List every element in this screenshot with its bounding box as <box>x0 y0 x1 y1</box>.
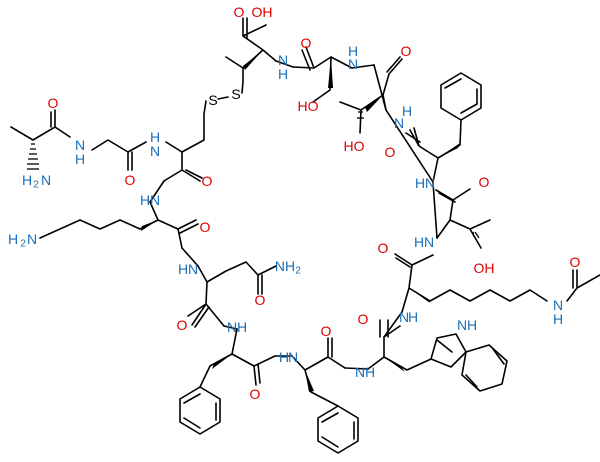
cys2-stereo-wedge <box>243 50 263 70</box>
phe3-carbonyl-o-label: O <box>321 323 332 339</box>
ala-amine-h-label: H <box>22 172 32 188</box>
phe1-ring <box>440 72 482 121</box>
lys1-carbonyl-o-label: O <box>200 219 211 235</box>
asn-amide-o-label: O <box>255 292 266 308</box>
asn-amide-nh-label: NH <box>275 258 295 274</box>
lys2-bonds <box>394 253 548 313</box>
lys2-stereo-wedge <box>409 288 430 303</box>
lys1-amine-subscript: 2 <box>20 239 26 250</box>
ser-hydroxyl-label: HO <box>298 98 319 114</box>
thr1-carbonyl-o-label: O <box>401 43 412 59</box>
indole-n-label: N <box>457 317 467 333</box>
ala-amine-subscript: 2 <box>33 180 39 191</box>
ser-stereo-wedge <box>328 57 333 88</box>
ala-carbonyl-o-label: O <box>48 95 59 111</box>
asn-nh-n-label: N <box>188 261 198 277</box>
ser-bonds <box>292 46 375 103</box>
indole-benzene <box>461 344 508 392</box>
phe3-nh-h-label: H <box>279 349 289 365</box>
acetyl-h-label: H <box>553 311 563 327</box>
carboxyl-oh-label: OH <box>252 4 273 20</box>
backbone-closures <box>149 60 438 370</box>
phe1-nh-n-label: N <box>425 175 435 191</box>
atom-labels: OH O S S N H O H N HO O HO H N O H N O O… <box>8 4 581 402</box>
acetyl-bonds <box>566 269 600 302</box>
thr2-carbonyl-o-label: O <box>479 174 490 190</box>
phe3-ring <box>317 405 359 454</box>
indole-double <box>436 339 505 388</box>
lys1-amine-h-label: H <box>8 231 18 247</box>
phe3-ring-double <box>321 412 355 448</box>
lys1-nh-n-label: N <box>150 192 160 208</box>
thr1-stereo-wedge <box>365 95 383 112</box>
phe1-bonds <box>405 119 462 183</box>
thr2-nh-h-label: H <box>414 234 424 250</box>
phe2-carbonyl-o-label: O <box>250 386 261 402</box>
gly-carbonyl-o-label: O <box>125 172 136 188</box>
carboxyl-o-label: O <box>234 4 245 20</box>
cys1-carbonyl-o-label: O <box>202 173 213 189</box>
lys1-bonds <box>39 201 199 249</box>
ala-amine-n-label: N <box>41 172 51 188</box>
phe3-nh-n-label: N <box>288 349 298 365</box>
phe3-stereo-wedge <box>305 370 314 392</box>
thr1-hydroxyl-label: HO <box>344 138 365 154</box>
phe1-ring-double <box>444 78 478 114</box>
ser-nh-n-label: N <box>348 56 358 72</box>
cys1-nh-h-label: H <box>150 129 160 145</box>
phe1-carbonyl-o-label: O <box>385 144 396 160</box>
cys2-nh-n-label: N <box>278 52 288 68</box>
cys2-nh-h-label: H <box>278 66 288 82</box>
gly-nh-n-label: N <box>75 137 85 153</box>
phe2-ring <box>179 386 221 435</box>
acetyl-o-label: O <box>570 254 581 270</box>
thr2-stereo-hash <box>472 231 480 239</box>
acetyl-n-label: N <box>553 297 563 313</box>
thr1-nh-h-label: H <box>402 103 412 119</box>
phe2-stereo-wedge <box>212 354 232 369</box>
ala-stereo-hash <box>27 143 39 170</box>
thr2-nh-n-label: N <box>424 234 434 250</box>
indole-pyrrole <box>430 333 467 368</box>
lys1-stereo-wedge <box>141 220 158 231</box>
lys1-amine-n-label: N <box>27 231 37 247</box>
thr1-stereo-hash <box>357 111 364 119</box>
phe3-bonds <box>291 337 346 407</box>
thr2-hydroxyl-label: OH <box>474 260 495 276</box>
asn-amide-subscript: 2 <box>295 266 301 277</box>
sulfur-1-label: S <box>208 92 217 108</box>
phe2-nh-h-label: H <box>237 319 247 335</box>
gly-nh-h-label: H <box>75 151 85 167</box>
cys2-bonds <box>242 17 277 69</box>
sulfur-2-label: S <box>231 86 240 102</box>
lys2-nh-h-label: H <box>408 309 418 325</box>
phe1-stereo-wedge <box>438 143 460 158</box>
trp-bonds <box>367 319 432 371</box>
cys1-nh-n-label: N <box>150 143 160 159</box>
phe1-nh-h-label: H <box>415 175 425 191</box>
lys2-carbonyl-o-label: O <box>378 240 389 256</box>
cys1-disulfide-bonds <box>163 56 244 182</box>
trp-nh-h-label: H <box>365 364 375 380</box>
bond-skeleton <box>10 17 600 454</box>
phe2-bonds <box>199 328 276 388</box>
ser-nh-h-label: H <box>348 43 358 59</box>
lys2-nh-n-label: N <box>399 309 409 325</box>
thr1-nh-n-label: N <box>394 115 404 131</box>
phe2-ring-double <box>183 393 217 429</box>
trp-stereo-wedge <box>384 357 405 372</box>
trp-carbonyl-o-label: O <box>358 311 369 327</box>
indole-h-label: H <box>467 317 477 333</box>
asn-carbonyl-o-label: O <box>177 317 188 333</box>
asn-bonds <box>187 261 277 328</box>
asn-nh-h-label: H <box>178 261 188 277</box>
ser-carbonyl-o-label: O <box>301 35 312 51</box>
ala-gly-bonds <box>10 109 147 171</box>
trp-nh-n-label: N <box>355 364 365 380</box>
thr2-bonds <box>435 188 491 249</box>
phe2-nh-n-label: N <box>227 319 237 335</box>
lys1-nh-h-label: H <box>140 192 150 208</box>
